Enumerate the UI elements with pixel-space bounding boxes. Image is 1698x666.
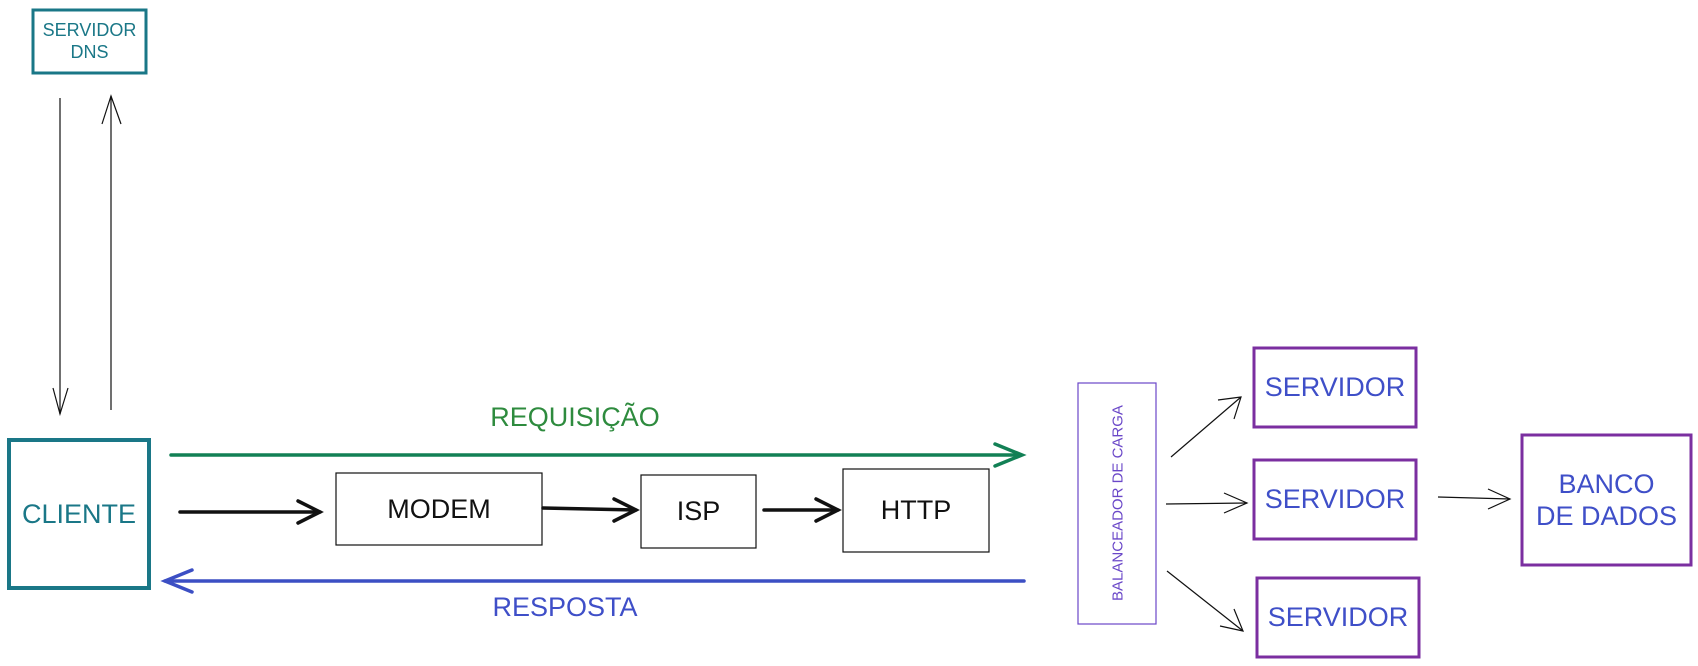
requisicao-label: REQUISIÇÃO (490, 401, 660, 432)
servidor-1-box (1252, 346, 1418, 429)
dns-request-arrow (52, 98, 69, 417)
requisicao-arrow (169, 442, 1027, 468)
servidor-3-box (1255, 576, 1421, 659)
cliente-modem-arrow (178, 499, 324, 525)
cliente-label: CLIENTE (21, 498, 137, 529)
balanceador-label: BALANCEADOR DE CARGA (1109, 405, 1126, 601)
lb-server2-arrow (1165, 492, 1249, 514)
resposta-arrow (160, 568, 1026, 594)
banco-de-dados-label: BANCO DE DADOS (1535, 468, 1678, 531)
cliente-box (7, 438, 151, 590)
server-db-arrow (1437, 488, 1512, 510)
servidor-2-label: SERVIDOR (1264, 484, 1406, 515)
servidor-2-box (1252, 458, 1418, 541)
modem-label: MODEM (387, 493, 491, 524)
dns-server-label: SERVIDOR DNS (42, 19, 137, 62)
balanceador-box (1077, 382, 1157, 625)
modem-isp-arrow (541, 497, 640, 523)
isp-label: ISP (676, 496, 721, 527)
servidor-1-label: SERVIDOR (1264, 372, 1406, 403)
http-box (842, 468, 990, 553)
http-label: HTTP (880, 495, 952, 526)
lb-server3-arrow (1166, 570, 1244, 632)
lb-server1-arrow (1170, 396, 1242, 458)
dns-server-box (31, 8, 148, 75)
isp-http-arrow (762, 497, 842, 523)
dns-response-arrow (101, 94, 122, 410)
isp-box (640, 474, 757, 549)
servidor-3-label: SERVIDOR (1267, 602, 1409, 633)
resposta-label: RESPOSTA (492, 591, 638, 622)
banco-de-dados-box (1520, 433, 1693, 567)
